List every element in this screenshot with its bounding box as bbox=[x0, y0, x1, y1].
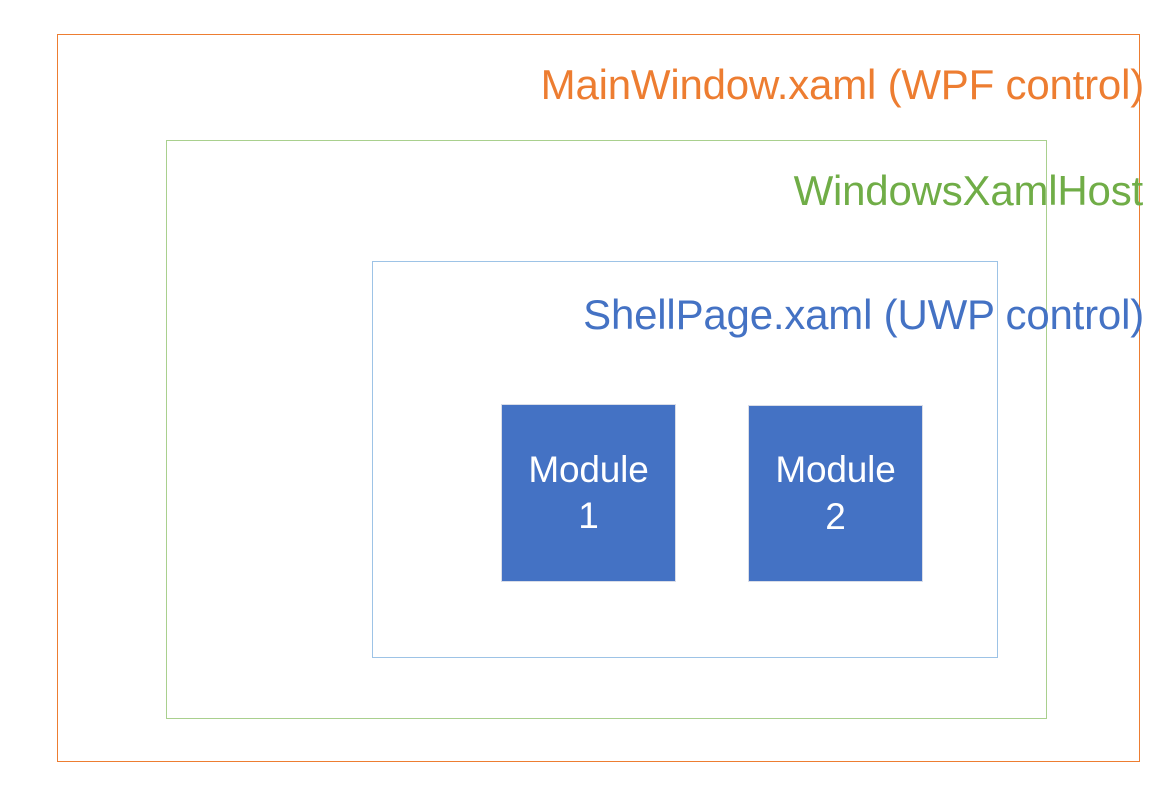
module-2-box: Module 2 bbox=[748, 405, 923, 582]
module-2-label-line-2: 2 bbox=[825, 495, 846, 537]
shell-page-label: ShellPage.xaml (UWP control) bbox=[583, 291, 1144, 338]
module-1-label-line-1: Module bbox=[528, 448, 649, 490]
wpf-main-window-box bbox=[57, 34, 1140, 762]
windows-xaml-host-label: WindowsXamlHost bbox=[793, 167, 1144, 214]
module-1-label-line-2: 1 bbox=[578, 495, 599, 536]
windows-xaml-host-box bbox=[166, 140, 1047, 719]
shell-page-box bbox=[372, 261, 998, 658]
module-2-label-line-1: Module bbox=[775, 449, 896, 491]
module-1-box: Module 1 bbox=[501, 404, 676, 582]
wpf-main-window-label: MainWindow.xaml (WPF control) bbox=[540, 61, 1145, 108]
